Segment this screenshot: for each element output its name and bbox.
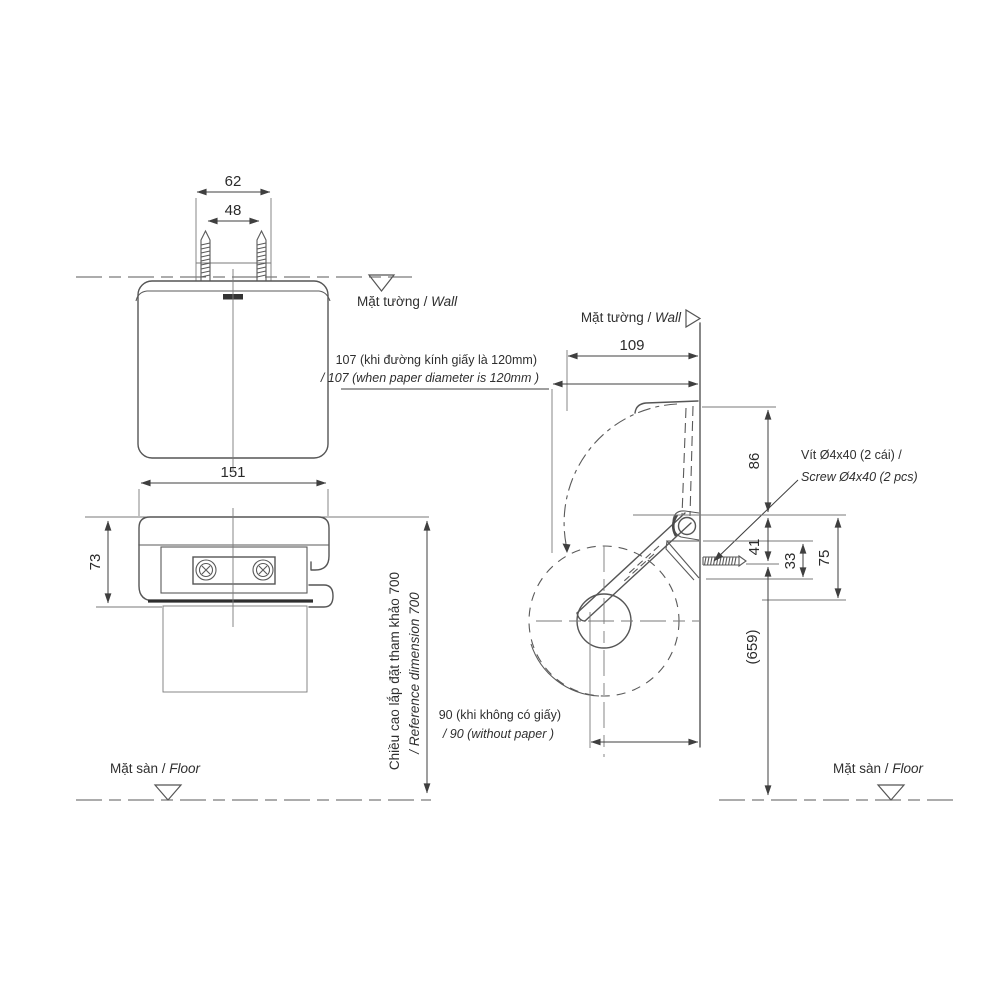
- floor-label-right-en: Floor: [892, 761, 923, 776]
- cover-closed-phantom-outer: [681, 407, 687, 517]
- mounting-screw-right-icon: [256, 229, 267, 281]
- wall-label-top: Mặt tường / Wall: [357, 294, 458, 309]
- dim-text-41: 41: [746, 539, 763, 556]
- front-view: 151 73: [85, 464, 429, 693]
- floor-left: Mặt sàn / Floor: [76, 761, 431, 801]
- cover-closed-phantom-inner: [689, 405, 694, 517]
- screw-note-leader: [713, 479, 799, 562]
- dim-text-659: (659): [744, 629, 761, 664]
- paper-hook-front-view: [308, 584, 334, 608]
- arc-arrowhead-icon: [562, 543, 571, 553]
- floor-label-right: Mặt sàn / Floor: [833, 761, 924, 776]
- screw-note-en: Screw Ø4x40 (2 pcs): [801, 470, 918, 484]
- floor-label-left: Mặt sàn / Floor: [110, 761, 201, 776]
- dim-text-48: 48: [225, 202, 242, 219]
- note-107-vi: 107 (khi đường kính giấy là 120mm): [336, 353, 537, 367]
- dim-text-62: 62: [225, 173, 242, 190]
- note-90-vi: 90 (khi không có giấy): [439, 708, 561, 722]
- top-view: Mặt tường / Wall 62 48: [76, 173, 458, 470]
- wall-label-top-en: Wall: [431, 294, 458, 309]
- holder-inner-bracket: [160, 546, 308, 594]
- note-107-en: / 107 (when paper diameter is 120mm ): [320, 371, 539, 385]
- floor-right: Mặt sàn / Floor: [719, 761, 958, 801]
- floor-datum-triangle-right-icon: [876, 784, 906, 801]
- floor-label-left-vi: Mặt sàn /: [110, 761, 169, 776]
- wall-datum-triangle-icon: [367, 274, 396, 292]
- side-view: Mặt tường / Wall 109 107 (khi đường kính…: [320, 308, 918, 796]
- mounting-plate: [192, 556, 276, 585]
- dim-text-75: 75: [816, 550, 833, 567]
- dim-text-109: 109: [619, 337, 644, 354]
- reference-height-dimension: Chiều cao lắp đặt tham khảo 700 / Refere…: [387, 520, 431, 794]
- hinge-bracket: [665, 510, 700, 581]
- wall-label-top-vi: Mặt tường /: [357, 294, 431, 309]
- wall-screw-icon: [702, 554, 747, 568]
- cover-top-cap-side-view: [634, 400, 699, 414]
- dim-text-151: 151: [220, 464, 245, 481]
- wall-label-side-en: Wall: [655, 310, 682, 325]
- plate-screw-right-icon: [252, 559, 274, 581]
- reference-height-vi: Chiều cao lắp đặt tham khảo 700: [387, 572, 402, 770]
- plate-screw-left-icon: [195, 559, 217, 581]
- paper-roll-arc-solid: [530, 643, 600, 697]
- wall-label-side: Mặt tường / Wall: [581, 310, 682, 325]
- reference-height-en: / Reference dimension 700: [407, 592, 422, 755]
- floor-label-left-en: Floor: [169, 761, 200, 776]
- paper-roll-front-view: [162, 605, 308, 693]
- wall-label-side-vi: Mặt tường /: [581, 310, 655, 325]
- dim-text-86: 86: [746, 453, 763, 470]
- dim-text-73: 73: [87, 554, 104, 571]
- wall-datum-triangle-right-icon: [685, 308, 702, 329]
- holder-left-side: [138, 544, 156, 602]
- holder-cover-front-view: [138, 516, 330, 571]
- dim-text-33: 33: [782, 553, 799, 570]
- floor-datum-triangle-left-icon: [153, 784, 183, 801]
- screw-note-vi: Vít Ø4x40 (2 cái) /: [801, 448, 902, 462]
- mounting-screw-left-icon: [200, 229, 211, 281]
- note-90-en: / 90 (without paper ): [442, 727, 554, 741]
- floor-label-right-vi: Mặt sàn /: [833, 761, 892, 776]
- cover-opening-arc: [563, 403, 678, 545]
